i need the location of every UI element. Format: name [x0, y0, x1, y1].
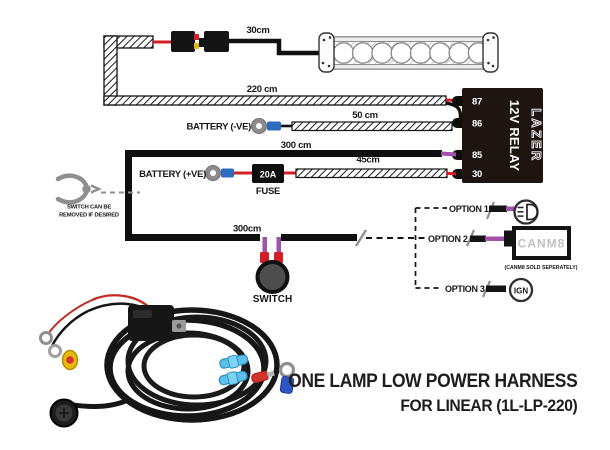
- option3-row: [481, 277, 534, 303]
- label-300cm-bottom: 300cm: [233, 224, 261, 235]
- relay-terminal-86: 86: [472, 119, 482, 130]
- switch-note-line2: REMOVED IF DESIRED: [59, 213, 119, 219]
- label-canm8: CANM8: [518, 237, 566, 251]
- harness-photo: [39, 294, 296, 428]
- sheathed-cable-lamp-branch: [103, 35, 447, 106]
- relay-terminal-30: 30: [472, 169, 482, 180]
- relay-terminal-85: 85: [472, 150, 483, 161]
- label-option2: OPTION 2: [428, 234, 468, 244]
- label-220cm: 220 cm: [247, 84, 277, 95]
- page-title: ONE LAMP LOW POWER HARNESS FOR LINEAR (1…: [287, 371, 578, 416]
- pliers-icon: [55, 173, 140, 205]
- label-battery-negative: BATTERY (-VE): [186, 122, 251, 133]
- blue-crimp: [221, 168, 234, 178]
- switch-note-line1: SWITCH CAN BE: [67, 205, 111, 211]
- main-harness-run: [125, 150, 457, 241]
- photo-red-crimp: [251, 370, 275, 384]
- label-option3: OPTION 3: [445, 284, 485, 294]
- label-option1: OPTION 1: [449, 204, 489, 214]
- blue-crimp: [267, 121, 281, 131]
- label-45cm: 45cm: [356, 155, 379, 166]
- label-300cm-top: 300 cm: [281, 140, 311, 151]
- fuse-holder: [252, 164, 284, 183]
- lightbar-endcap-bolts: [321, 36, 495, 68]
- battery-positive-branch: [205, 164, 457, 183]
- relay: 87 86 85 30 12V RELAY LAZER: [445, 88, 543, 183]
- option2-row: [465, 226, 571, 260]
- title-line1: ONE LAMP LOW POWER HARNESS: [287, 371, 578, 392]
- lamp-connector-pair: [153, 31, 324, 56]
- title-line2: FOR LINEAR (1L-LP-220): [400, 396, 577, 415]
- photo-ring-terminal: [48, 344, 62, 358]
- label-battery-positive: BATTERY (+VE): [139, 169, 206, 180]
- relay-terminal-87: 87: [472, 97, 482, 108]
- lightbar-lenses: [332, 42, 490, 64]
- option1-row: [485, 199, 539, 225]
- option-fanout-dashes: [354, 207, 447, 289]
- photo-ring-terminal: [39, 331, 53, 345]
- headlight-icon: [513, 199, 539, 225]
- battery-negative-branch: [251, 118, 453, 134]
- label-canm8-note: (CANM8 SOLD SEPERATELY): [505, 265, 578, 271]
- relay-name: 12V RELAY: [507, 100, 522, 172]
- canm8-box: [512, 226, 571, 260]
- relay-brand-logo: LAZER: [529, 108, 543, 162]
- label-50cm: 50 cm: [352, 110, 377, 121]
- ignition-icon: [508, 277, 534, 303]
- label-fuse: FUSE: [256, 186, 280, 197]
- led-light-bar: [318, 32, 499, 73]
- switch: [255, 237, 290, 294]
- label-30cm: 30cm: [246, 25, 269, 36]
- label-fuse-rating: 20A: [260, 170, 277, 180]
- photo-blue-crimps: [218, 354, 249, 386]
- label-switch: SWITCH: [253, 294, 292, 305]
- photo-blue-ring-terminal: [278, 361, 296, 394]
- label-ign: IGN: [514, 287, 528, 296]
